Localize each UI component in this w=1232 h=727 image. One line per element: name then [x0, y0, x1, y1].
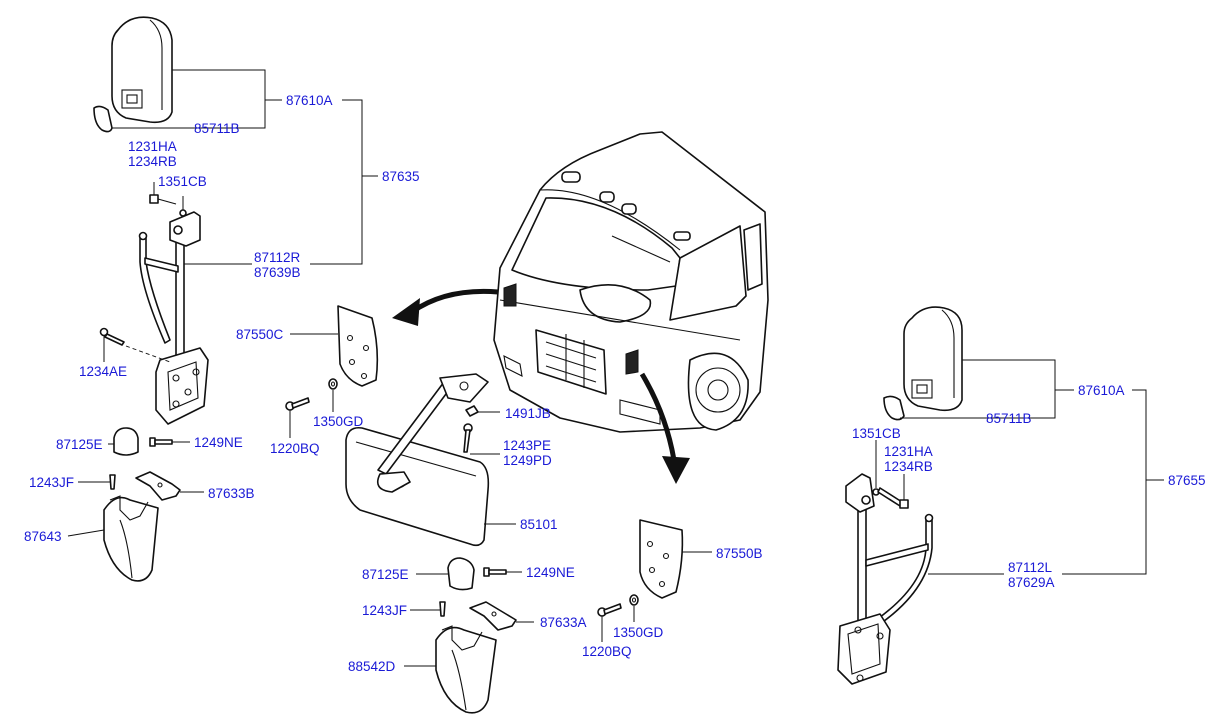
label-1350GD-top: 1350GD [313, 414, 364, 429]
label-1234RB-right: 1234RB [884, 459, 933, 474]
mirror-head-left-side [903, 306, 963, 412]
label-1491JB: 1491JB [505, 406, 551, 421]
label-87633B: 87633B [208, 486, 255, 501]
screw-1249NE-mid [483, 567, 507, 577]
arrow-to-left-panel [392, 288, 499, 326]
mirror-head-right-side [111, 16, 173, 124]
label-1350GD-mid: 1350GD [613, 625, 664, 640]
label-87112L: 87112L [1008, 560, 1053, 575]
label-1351CB-top: 1351CB [158, 174, 207, 189]
cover-87643 [103, 495, 159, 582]
label-1220BQ-mid: 1220BQ [582, 644, 632, 659]
bolt-1220BQ-top [285, 397, 310, 411]
label-87643: 87643 [24, 529, 62, 544]
label-1243PE: 1243PE [503, 438, 552, 453]
label-1231HA-1234RB-right: 1231HA 1234RB [884, 444, 933, 474]
washer-1350GD-mid [629, 594, 639, 606]
screw-1249NE-top [149, 437, 173, 447]
inner-mirror-85101 [345, 373, 490, 547]
bolt-1220BQ-mid [597, 603, 622, 617]
cap-87125E-top [113, 427, 139, 456]
label-87635: 87635 [382, 169, 420, 184]
label-87112R-87639B: 87112R 87639B [254, 250, 301, 280]
arrow-to-right-panel [639, 372, 690, 484]
label-1249PD: 1249PD [503, 453, 552, 468]
label-87610A-right: 87610A [1078, 383, 1125, 398]
bolt-1243PE [463, 423, 473, 453]
label-85711B-right: 85711B [986, 411, 1032, 426]
mirror-stay-right-side [138, 211, 209, 425]
label-85101: 85101 [520, 517, 558, 532]
label-87629A: 87629A [1008, 575, 1055, 590]
mirror-stay-left-side [837, 473, 934, 685]
screw-1243JF-mid [439, 601, 446, 617]
bracket-87633B [135, 471, 181, 501]
bolt-1234AE [99, 327, 171, 363]
screw-1243JF-top [109, 474, 116, 490]
cover-88542D [435, 625, 497, 714]
label-1220BQ-top: 1220BQ [270, 441, 320, 456]
label-1243JF-mid: 1243JF [362, 603, 408, 618]
label-87112R: 87112R [254, 250, 301, 265]
label-87550B: 87550B [716, 546, 763, 561]
label-1234AE: 1234AE [79, 364, 128, 379]
label-1243JF-top: 1243JF [29, 475, 75, 490]
mirror-glass-right-side [93, 105, 113, 133]
label-1249NE-mid: 1249NE [526, 565, 575, 580]
label-87655: 87655 [1168, 473, 1206, 488]
label-88542D: 88542D [348, 659, 396, 674]
label-87610A-top: 87610A [286, 93, 333, 108]
washer-1350GD-top [328, 378, 338, 390]
label-1231HA-top: 1231HA [128, 139, 177, 154]
label-1231HA-right: 1231HA [884, 444, 933, 459]
label-1243PE-1249PD: 1243PE 1249PD [503, 438, 552, 468]
label-87550C: 87550C [236, 327, 284, 342]
label-87639B: 87639B [254, 265, 301, 280]
cap-87125E-mid [447, 557, 475, 591]
bolt-1351CB-top [149, 194, 187, 217]
panel-87550C [337, 305, 379, 387]
label-1231HA-1234RB-top: 1231HA 1234RB [128, 139, 177, 169]
label-87125E-mid: 87125E [362, 567, 409, 582]
label-1249NE-top: 1249NE [194, 435, 243, 450]
label-87112L-87629A: 87112L 87629A [1008, 560, 1055, 590]
label-87125E-top: 87125E [56, 437, 103, 452]
bracket-87633A [469, 601, 517, 631]
panel-87550B [639, 519, 684, 599]
mirror-glass-left-side [883, 395, 905, 421]
label-87633A: 87633A [540, 615, 587, 630]
label-1234RB-top: 1234RB [128, 154, 177, 169]
nut-1491JB [465, 405, 479, 417]
label-85711B-top: 85711B [194, 121, 240, 136]
label-1351CB-right: 1351CB [852, 426, 901, 441]
truck-cab-illustration [493, 131, 769, 433]
leader-lines [67, 69, 1164, 667]
